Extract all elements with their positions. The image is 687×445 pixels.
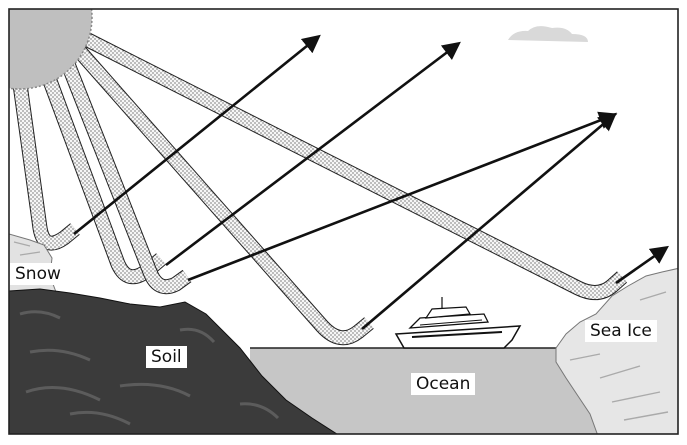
sunlight-rays bbox=[10, 31, 628, 346]
arrow-icon bbox=[187, 111, 618, 282]
snow-label: Snow bbox=[10, 263, 66, 285]
frame bbox=[8, 8, 679, 435]
ray bbox=[70, 41, 374, 345]
reflected-arrows bbox=[73, 34, 669, 330]
cloud-icon bbox=[508, 26, 588, 42]
ray bbox=[81, 32, 627, 299]
arrow-icon bbox=[615, 245, 669, 285]
sun-icon bbox=[9, 9, 93, 90]
ray bbox=[11, 69, 80, 250]
ship-icon bbox=[394, 297, 522, 349]
arrow-icon bbox=[165, 41, 461, 267]
soil-label: Soil bbox=[146, 346, 187, 368]
sea-ice-label: Sea Ice bbox=[585, 320, 657, 342]
sea-ice bbox=[555, 267, 678, 434]
ray bbox=[57, 51, 191, 294]
ocean-label: Ocean bbox=[411, 373, 476, 395]
arrow-icon bbox=[73, 34, 321, 236]
arrow-icon bbox=[361, 112, 617, 330]
